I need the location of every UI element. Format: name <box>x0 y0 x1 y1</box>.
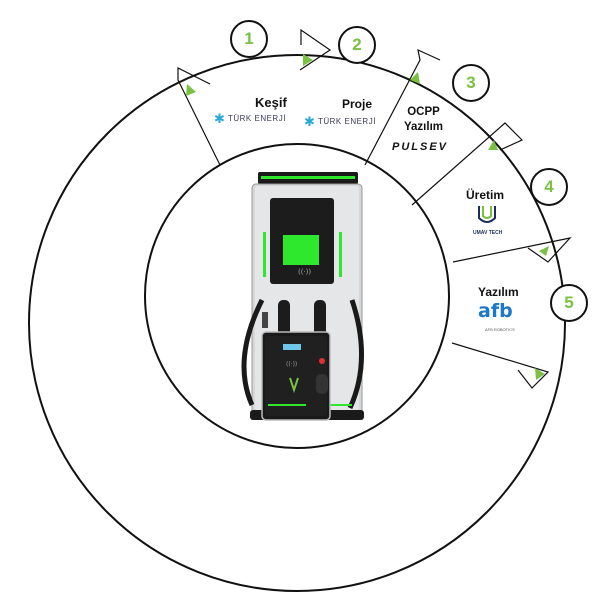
stage-logo-2: ✱ TÜRK ENERJİ <box>304 114 376 129</box>
inner-ring <box>144 143 450 449</box>
stage-title-5: Yazılım <box>478 285 519 299</box>
arrow-icon <box>539 246 549 256</box>
arrow-icon <box>410 72 420 84</box>
stage-badge-4: 4 <box>530 168 568 206</box>
stage-title-4: Üretim <box>466 188 505 202</box>
stage-logo-sub-5: AFB ROBOTICS <box>485 327 515 332</box>
svg-text:((·)): ((·)) <box>298 268 311 276</box>
stage-title-3: OCPP Yazılım <box>404 106 443 133</box>
ev-charger-illustration: ((·)) ((·)) <box>241 172 365 421</box>
stage-badge-5: 5 <box>550 284 588 322</box>
stage-logo-4: UMAV TECH <box>473 230 503 236</box>
stage-badge-1: 1 <box>230 20 268 58</box>
turk-enerji-logo-icon: ✱ <box>304 114 316 129</box>
arrow-icon <box>303 54 313 66</box>
stage-logo-1: ✱ TÜRK ENERJİ <box>214 111 286 126</box>
arrow-icon <box>488 140 498 150</box>
arrow-icon <box>186 84 196 96</box>
arrow-icon <box>535 368 545 380</box>
svg-text:((·)): ((·)) <box>286 361 297 368</box>
stage-logo-5: afb <box>478 300 513 322</box>
turk-enerji-logo-icon: ✱ <box>214 111 226 126</box>
stage-title-1: Keşif <box>255 95 287 110</box>
segment-separators <box>177 28 572 389</box>
direction-arrows <box>186 54 549 380</box>
stage-badge-2: 2 <box>338 26 376 64</box>
stage-logo-3: PULSEV <box>392 141 449 153</box>
outer-ring <box>28 54 566 592</box>
umav-tech-logo-icon <box>478 206 496 223</box>
stage-badge-3: 3 <box>452 64 490 102</box>
stage-title-2: Proje <box>342 97 373 111</box>
